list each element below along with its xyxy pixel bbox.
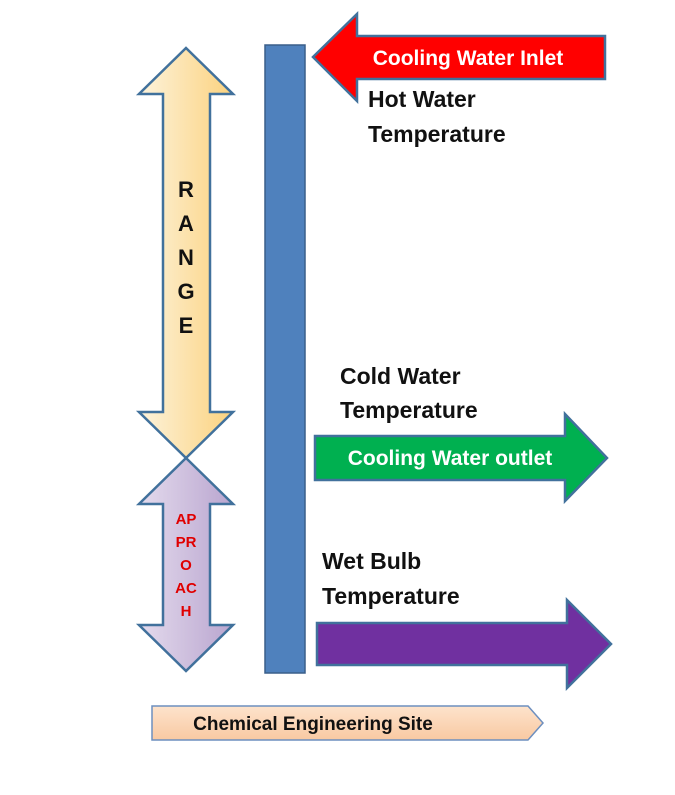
hot-water-line-1: Hot Water <box>368 86 476 112</box>
footer-arrow <box>151 705 545 741</box>
wet-bulb-arrow <box>315 596 613 692</box>
range-letter-2: N <box>178 245 194 270</box>
approach-letters: AP PR O AC H <box>175 511 197 620</box>
inlet-label: Cooling Water Inlet <box>373 47 564 70</box>
outlet-arrow <box>313 410 609 505</box>
outlet-label: Cooling Water outlet <box>348 447 553 470</box>
approach-arrow <box>135 456 237 673</box>
approach-line-2: O <box>180 557 192 574</box>
hot-water-line-2: Temperature <box>368 121 506 147</box>
range-letter-3: G <box>177 279 194 304</box>
cold-water-line-2: Temperature <box>340 397 478 423</box>
range-letter-1: A <box>178 211 194 236</box>
footer-label: Chemical Engineering Site <box>193 714 433 735</box>
wet-bulb-line-2: Temperature <box>322 583 460 609</box>
range-letter-0: R <box>178 177 194 202</box>
wet-bulb-line-1: Wet Bulb <box>322 548 421 574</box>
approach-line-0: AP <box>176 511 197 528</box>
approach-line-4: H <box>181 603 192 620</box>
approach-line-3: AC <box>175 580 197 597</box>
approach-line-1: PR <box>176 534 197 551</box>
range-letter-4: E <box>179 313 194 338</box>
inlet-arrow <box>311 11 607 105</box>
cold-water-line-1: Cold Water <box>340 363 461 389</box>
tower-column <box>264 44 306 674</box>
